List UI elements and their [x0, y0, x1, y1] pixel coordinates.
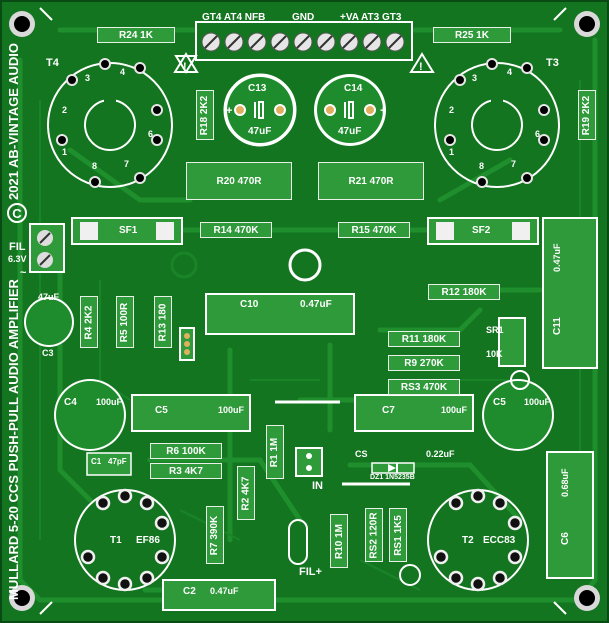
board-title: MULLARD 5-20 CCS PUSH-PULL AUDIO AMPLIFI… [6, 279, 21, 600]
pin-label: 3 [85, 73, 91, 83]
c5b-value: 100uF [524, 397, 551, 407]
resistor-r10: R10 1M [330, 514, 348, 568]
c1-label: C1 [91, 457, 102, 466]
sr1-label: SR1 [486, 325, 504, 335]
c14-value: 47uF [338, 126, 362, 137]
socket-t3 [434, 62, 560, 188]
filplus-label: FIL+ [299, 566, 322, 578]
c4-value: 100uF [96, 397, 123, 407]
copyright-icon: C [7, 203, 27, 223]
c7-value: 100uF [441, 405, 468, 415]
cs-label: CS [355, 449, 368, 459]
fil-voltage: 6.3V [8, 254, 27, 264]
pin-label: 1 [62, 147, 68, 157]
resistor-r13: R13 180 [154, 296, 172, 348]
fil-label: FIL [9, 241, 26, 253]
pin-label: 2 [62, 105, 68, 115]
pin-label: 2 [449, 105, 455, 115]
fuse-sf1: SF1 [119, 225, 138, 236]
tube-t2: T2 [462, 535, 474, 546]
plus-sign: + [226, 105, 233, 117]
resistor-rs3: RS3 470K [388, 379, 460, 395]
pin-label: 8 [479, 161, 485, 171]
pin-label: 8 [92, 161, 98, 171]
resistor-r6: R6 100K [150, 443, 222, 459]
pin-label: 7 [511, 159, 517, 169]
c13-label: C13 [248, 83, 267, 94]
c11-label: C11 [552, 317, 563, 335]
pin-label: 3 [472, 73, 478, 83]
c7-label: C7 [382, 405, 395, 416]
pin-label: 7 [124, 159, 130, 169]
c2-value: 0.47uF [210, 586, 239, 596]
resistor-r20: R20 470R [186, 162, 292, 200]
resistor-r25: R25 1K [433, 27, 511, 43]
resistor-r24: R24 1K [97, 27, 175, 43]
c10-value: 0.47uF [300, 299, 332, 310]
resistor-r7: R7 390K [206, 506, 224, 564]
tube-ef86: EF86 [136, 535, 160, 546]
board-year: 2021 AB-VINTAGE AUDIO [6, 43, 21, 200]
c5a-label: C5 [155, 405, 168, 416]
pin-label: 6 [535, 129, 541, 139]
header-left-label: GT4 AT4 NFB [202, 12, 266, 23]
svg-text:!: ! [419, 61, 423, 73]
resistor-r19: R19 2K2 [578, 90, 596, 140]
c5a-value: 100uF [218, 405, 245, 415]
tube-t1: T1 [110, 535, 122, 546]
terminal-screws [201, 32, 405, 52]
svg-text:!: ! [183, 61, 187, 73]
resistor-r12: R12 180K [428, 284, 500, 300]
tube-ecc83: ECC83 [483, 535, 516, 546]
c11-value: 0.47uF [552, 243, 562, 272]
socket-t4 [47, 62, 173, 188]
c14-label: C14 [344, 83, 363, 94]
fuse-sf2: SF2 [472, 225, 491, 236]
cs-value: 0.22uF [426, 449, 455, 459]
c4-label: C4 [64, 397, 77, 408]
resistor-r18: R18 2K2 [196, 90, 214, 140]
c6-label: C6 [560, 532, 571, 545]
resistor-r9: R9 270K [388, 355, 460, 371]
t4-label: T4 [46, 57, 59, 69]
resistor-r15: R15 470K [338, 222, 410, 238]
resistor-rs1: RS1 1K5 [389, 508, 407, 562]
c3-label: C3 [42, 348, 54, 358]
resistor-r3: R3 4K7 [150, 463, 222, 479]
pin-label: 1 [449, 147, 455, 157]
sr1-value: 10K [486, 349, 503, 359]
pin-label: 4 [120, 67, 126, 77]
resistor-r21: R21 470R [318, 162, 424, 200]
resistor-rs2: RS2 120R [365, 508, 383, 562]
header-right-label: +VA AT3 GT3 [340, 12, 402, 23]
resistor-r1: R1 1M [266, 425, 284, 479]
resistor-r11: R11 180K [388, 331, 460, 347]
warning-icon [173, 52, 435, 74]
resistor-r4: R4 2K2 [80, 296, 98, 348]
mounting-hole [9, 11, 600, 611]
resistor-r14: R14 470K [200, 222, 272, 238]
resistor-r2: R2 4K7 [237, 466, 255, 520]
c3-value: 47uF [38, 292, 60, 302]
t3-label: T3 [546, 57, 559, 69]
c6-value: 0.68uF [560, 468, 570, 497]
in-label: IN [312, 480, 323, 492]
resistor-r5: R5 100R [116, 296, 134, 348]
c1-value: 47pF [108, 457, 127, 466]
c13-value: 47uF [248, 126, 272, 137]
plus-sign: + [380, 105, 387, 117]
pin-label: 4 [507, 67, 513, 77]
zener-label: DZ1 1N5235B [370, 474, 415, 481]
c10-label: C10 [240, 299, 259, 310]
header-mid-label: GND [292, 12, 315, 23]
c2-label: C2 [183, 586, 196, 597]
pin-label: 6 [148, 129, 154, 139]
c5b-label: C5 [493, 397, 506, 408]
fil-tilde: ~ [20, 267, 27, 279]
